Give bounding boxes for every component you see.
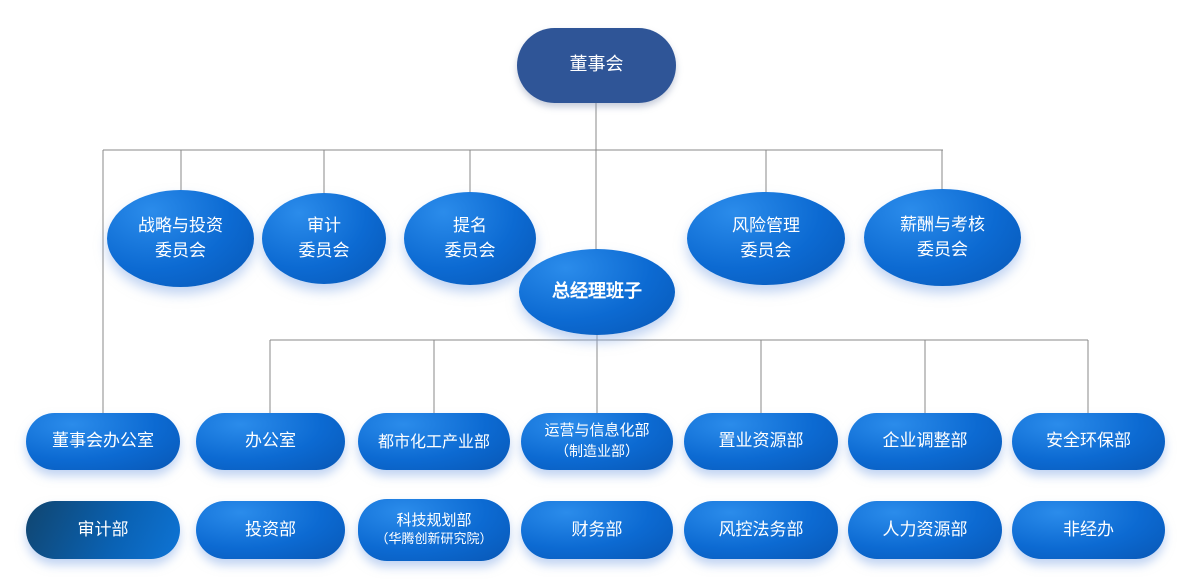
node-label: 薪酬与考核 bbox=[900, 214, 985, 235]
node-label: 都市化工产业部 bbox=[377, 431, 490, 451]
node-label: 运营与信息化部 bbox=[544, 421, 650, 440]
node-label: 审计部 bbox=[77, 519, 129, 540]
node-label: 非经办 bbox=[1063, 519, 1114, 540]
node-label: 企业调整部 bbox=[882, 431, 968, 452]
org-node-audit-dept: 审计部 bbox=[26, 501, 180, 559]
org-node-general-office: 办公室 bbox=[196, 413, 345, 470]
node-label: 战略与投资 bbox=[138, 215, 223, 236]
node-sublabel: 委员会 bbox=[298, 240, 350, 261]
org-node-safety-environment-dept: 安全环保部 bbox=[1012, 413, 1165, 470]
org-node-risk-management-committee: 风险管理委员会 bbox=[687, 192, 845, 285]
node-label: 董事会 bbox=[569, 54, 624, 76]
node-label: 科技规划部 bbox=[396, 510, 472, 529]
node-sublabel: 委员会 bbox=[740, 240, 792, 261]
node-sublabel: 委员会 bbox=[444, 240, 496, 261]
org-node-urban-chemical-industry-dept: 都市化工产业部 bbox=[358, 413, 510, 470]
node-label: 风险管理 bbox=[732, 215, 800, 236]
node-sublabel: 委员会 bbox=[155, 240, 206, 261]
node-label: 投资部 bbox=[245, 519, 296, 540]
org-node-board: 董事会 bbox=[517, 28, 676, 103]
org-node-realty-resources-dept: 置业资源部 bbox=[684, 413, 838, 470]
node-label: 审计 bbox=[307, 215, 341, 236]
org-node-non-operating-office: 非经办 bbox=[1012, 501, 1165, 559]
org-node-enterprise-adjustment-dept: 企业调整部 bbox=[848, 413, 1002, 470]
node-label: 办公室 bbox=[245, 431, 296, 452]
org-node-compensation-assessment-committee: 薪酬与考核委员会 bbox=[864, 189, 1021, 286]
org-node-board-office: 董事会办公室 bbox=[26, 413, 180, 470]
node-sublabel: （制造业部） bbox=[555, 444, 639, 461]
org-node-human-resources-dept: 人力资源部 bbox=[848, 501, 1002, 559]
org-node-finance-dept: 财务部 bbox=[521, 501, 673, 559]
node-label: 风控法务部 bbox=[718, 519, 804, 540]
node-label: 财务部 bbox=[571, 519, 623, 540]
org-node-tech-planning-dept: 科技规划部 （华腾创新研究院） bbox=[358, 499, 510, 561]
node-label: 人力资源部 bbox=[882, 519, 968, 540]
org-node-audit-committee: 审计委员会 bbox=[262, 193, 386, 284]
node-sublabel: 委员会 bbox=[917, 239, 968, 260]
node-label: 总经理班子 bbox=[552, 280, 642, 302]
org-node-investment-dept: 投资部 bbox=[196, 501, 345, 559]
node-label: 置业资源部 bbox=[718, 431, 804, 452]
node-label: 提名 bbox=[453, 215, 487, 236]
node-label: 董事会办公室 bbox=[52, 431, 154, 452]
org-node-risk-control-legal-dept: 风控法务部 bbox=[684, 501, 838, 559]
org-node-strategy-investment-committee: 战略与投资委员会 bbox=[107, 190, 254, 287]
org-node-general-manager-team: 总经理班子 bbox=[519, 249, 675, 335]
org-node-nomination-committee: 提名委员会 bbox=[404, 192, 536, 285]
node-label: 安全环保部 bbox=[1046, 431, 1131, 452]
node-sublabel: （华腾创新研究院） bbox=[375, 532, 493, 548]
org-node-operations-informatization-dept: 运营与信息化部 （制造业部） bbox=[521, 413, 673, 470]
